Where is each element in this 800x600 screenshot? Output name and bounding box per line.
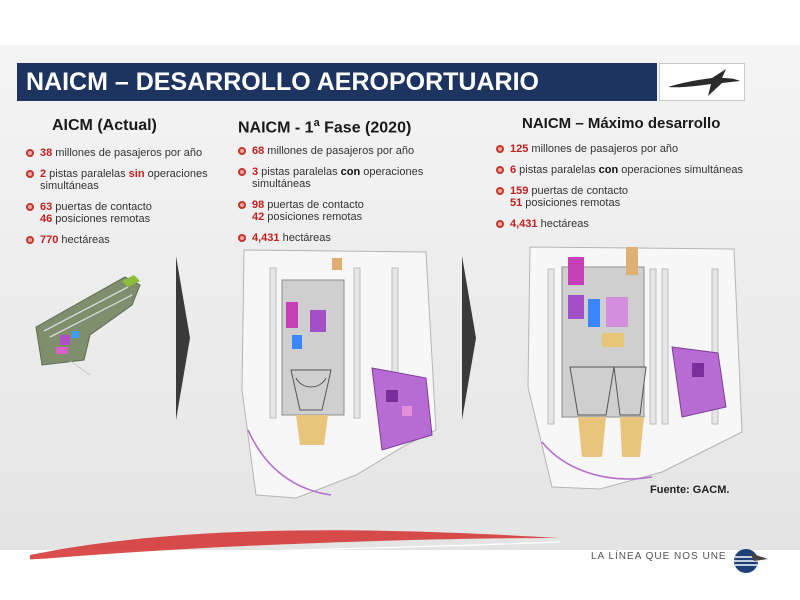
footer-tagline: LA LÍNEA QUE NOS UNE (591, 551, 727, 562)
list-item: 38 millones de pasajeros por año (26, 147, 226, 159)
aicm-airport-map (35, 275, 141, 376)
page-title: NAICM – DESARROLLO AEROPORTUARIO (17, 63, 657, 101)
column-title-naicm-max: NAICM – Máximo desarrollo (522, 115, 721, 132)
list-item: 4,431 hectáreas (496, 218, 786, 230)
naicm-phase1-stats-list: 68 millones de pasajeros por año 3 pista… (238, 145, 453, 253)
transition-arrow-icon (462, 256, 476, 420)
footer-globe-logo-icon (734, 549, 768, 573)
aicm-stats-list: 38 millones de pasajeros por año 2 pista… (26, 147, 226, 255)
list-item: 3 pistas paralelas con operaciones simul… (238, 166, 453, 190)
list-item: 68 millones de pasajeros por año (238, 145, 453, 157)
column-title-naicm-phase1: NAICM - 1a Fase (2020) (238, 117, 412, 137)
source-note: Fuente: GACM. (650, 484, 730, 496)
naicm-phase1-map (241, 249, 437, 499)
list-item: 770 hectáreas (26, 234, 226, 246)
footer-swoosh (29, 530, 561, 561)
aircraft-logo-icon (659, 63, 745, 101)
naicm-max-map (527, 246, 743, 490)
list-item: 6 pistas paralelas con operaciones simul… (496, 164, 786, 176)
transition-arrow-icon (176, 256, 190, 420)
list-item: 4,431 hectáreas (238, 232, 453, 244)
list-item: 2 pistas paralelas sin operaciones simul… (26, 168, 226, 192)
column-title-aicm: AICM (Actual) (52, 117, 157, 134)
list-item: 125 millones de pasajeros por año (496, 143, 786, 155)
naicm-max-stats-list: 125 millones de pasajeros por año 6 pist… (496, 143, 786, 239)
